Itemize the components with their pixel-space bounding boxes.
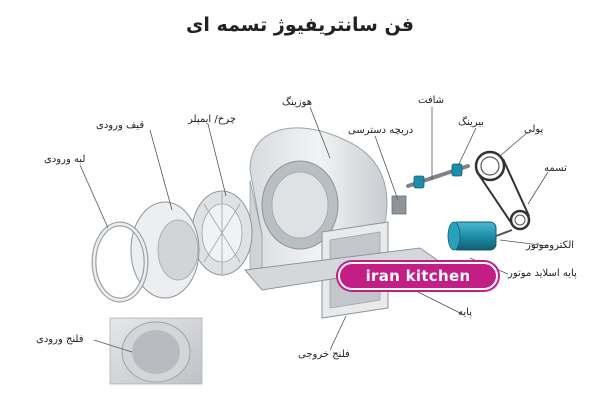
label-inlet-flange: فلنج ورودی (36, 334, 84, 345)
pulley-belt (474, 150, 531, 231)
label-inlet-lip: لبه ورودی (44, 154, 86, 165)
label-housing: هوزینگ (282, 97, 313, 108)
label-pulley: پولی (524, 124, 544, 135)
logo-text: iran kitchen (365, 267, 471, 285)
label-bearing: بیرینگ (458, 117, 485, 128)
label-access-door: دریچه دسترسی (348, 125, 414, 136)
inlet-lip (91, 221, 149, 303)
diagram-title: فن سانتریفیوژ تسمه ای (186, 14, 414, 36)
label-motor-base: پایه اسلاید موتور (508, 268, 577, 279)
housing (249, 127, 407, 281)
label-shaft: شافت (418, 95, 445, 106)
label-impeller: چرخ/ ایمپلر (188, 114, 236, 125)
impeller (191, 190, 253, 276)
label-belt: تسمه (544, 163, 567, 174)
label-outlet-flange: فلنج خروجی (298, 349, 350, 360)
iran-kitchen-logo: iran kitchen (338, 262, 498, 290)
shaft-assembly (406, 163, 470, 189)
inlet-cone (130, 201, 200, 299)
leader-lines (79, 106, 549, 353)
electric-motor (447, 221, 513, 251)
label-motor: الکتروموتور (526, 240, 575, 251)
label-base: پایه (458, 307, 472, 318)
label-inlet-cone: قیف ورودی (96, 120, 145, 131)
inlet-flange-photo (109, 317, 203, 385)
